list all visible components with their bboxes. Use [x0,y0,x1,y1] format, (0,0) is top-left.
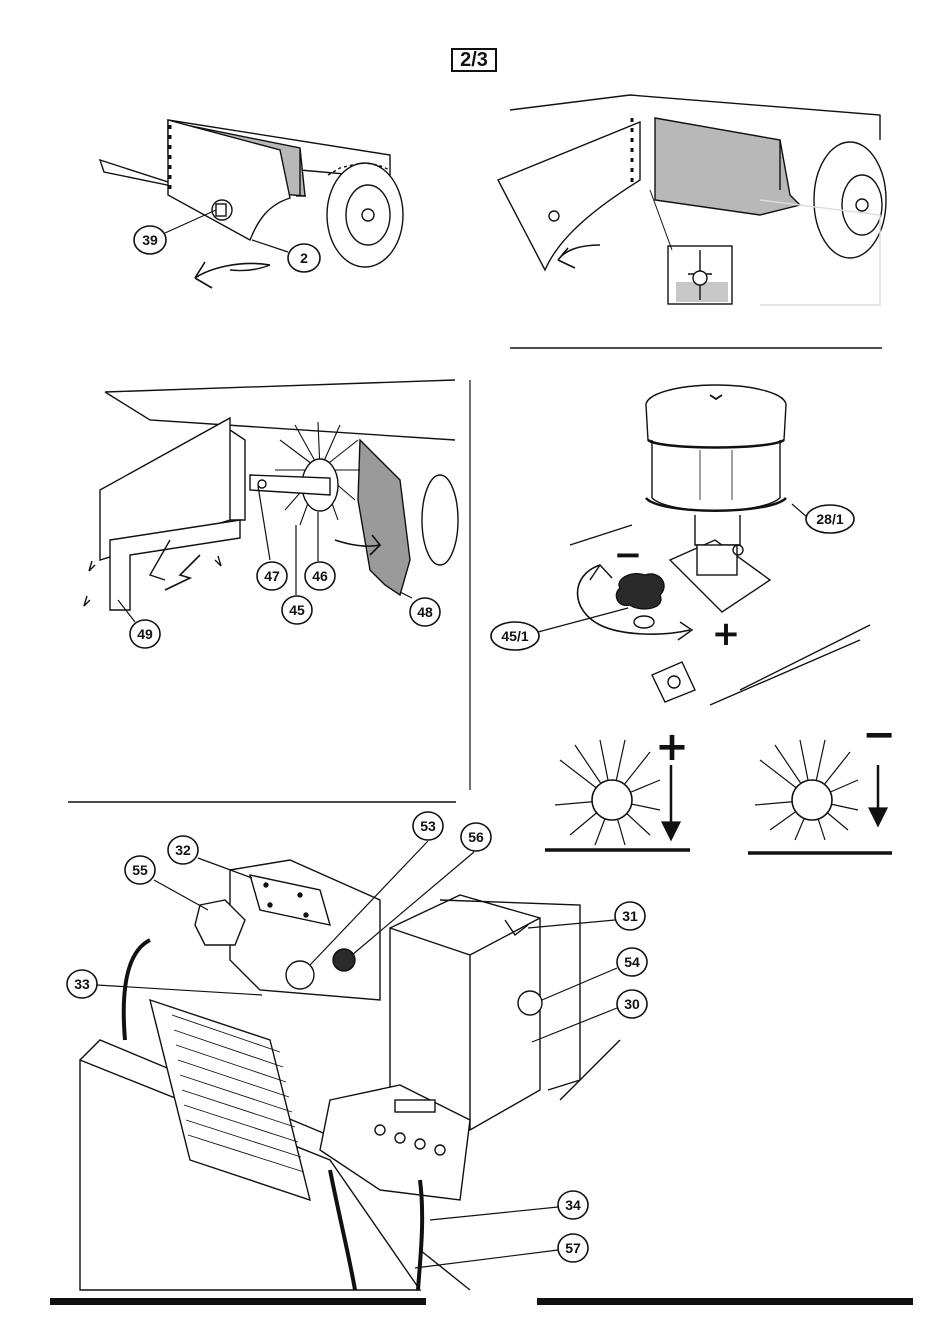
svg-text:57: 57 [565,1240,581,1256]
callout-46: 46 [305,512,335,590]
svg-text:33: 33 [74,976,90,992]
callout-45-1: 45/1 [491,608,628,650]
svg-text:31: 31 [622,908,638,924]
svg-text:56: 56 [468,829,484,845]
svg-text:45: 45 [289,602,305,618]
svg-text:28/1: 28/1 [816,511,843,527]
svg-text:48: 48 [417,604,433,620]
sign-minus-knob: − [614,535,643,575]
svg-text:−: − [862,712,896,758]
footer-bar-left [50,1298,426,1305]
svg-text:2: 2 [300,250,308,266]
callout-28-1: 28/1 [792,504,854,533]
callout-39: 39 [134,210,216,254]
svg-text:54: 54 [624,954,640,970]
figure-engine-compartment [80,860,620,1290]
footer-bar-right [537,1298,913,1305]
svg-text:53: 53 [420,818,436,834]
callout-49: 49 [118,600,160,648]
svg-text:46: 46 [312,568,328,584]
callout-57: 57 [415,1234,588,1268]
svg-text:+: + [655,724,689,770]
figure-side-cover-right [498,95,886,305]
svg-text:49: 49 [137,626,153,642]
callout-31: 31 [528,902,645,930]
svg-text:32: 32 [175,842,191,858]
svg-text:39: 39 [142,232,158,248]
callout-47: 47 [257,486,287,590]
sign-plus-knob: + [712,614,741,654]
svg-text:−: − [614,535,643,575]
svg-text:34: 34 [565,1197,581,1213]
svg-text:47: 47 [264,568,280,584]
sign-plus-brush: + [655,724,689,770]
callout-30: 30 [532,990,647,1042]
svg-text:+: + [712,614,741,654]
figure-side-cover-left [100,120,403,288]
callout-33: 33 [67,970,262,998]
callout-55: 55 [125,856,208,910]
sign-minus-brush: − [862,712,896,758]
svg-text:45/1: 45/1 [501,628,528,644]
svg-text:55: 55 [132,862,148,878]
svg-text:30: 30 [624,996,640,1012]
callout-48: 48 [400,592,440,626]
